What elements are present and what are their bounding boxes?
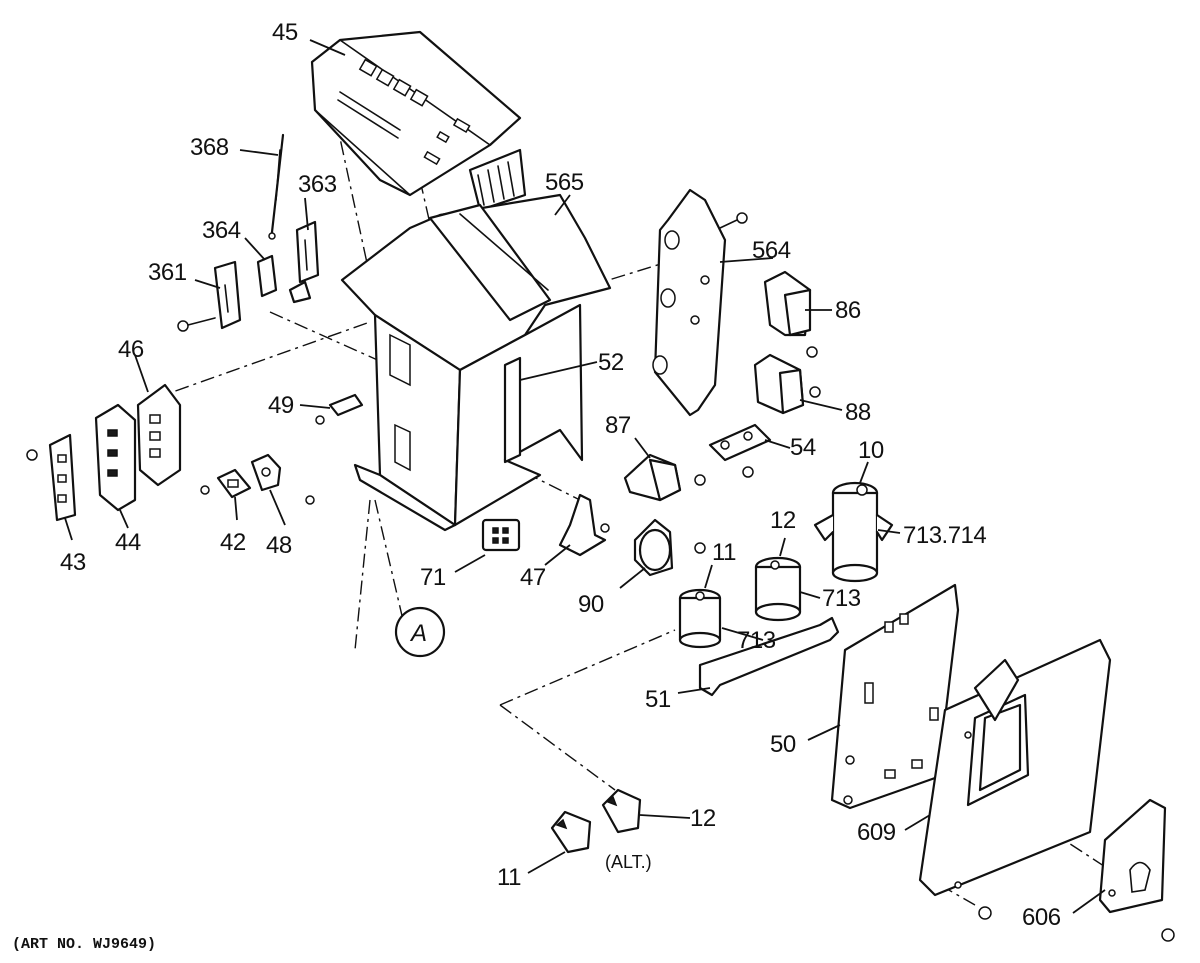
label-71: 71 bbox=[420, 564, 446, 591]
part-47-bracket bbox=[558, 493, 610, 557]
part-12-alt-component bbox=[601, 788, 642, 834]
part-51-strap bbox=[698, 616, 840, 697]
art-number: (ART NO. WJ9649) bbox=[12, 936, 156, 953]
label-54: 54 bbox=[790, 434, 816, 461]
part-10-capacitor bbox=[813, 481, 894, 583]
label-12-alt: 12 bbox=[690, 805, 716, 832]
part-50-panel bbox=[830, 583, 960, 810]
part-368-rod bbox=[268, 133, 285, 240]
label-713-left: 713 bbox=[737, 627, 776, 654]
label-361: 361 bbox=[148, 259, 187, 286]
label-363: 363 bbox=[298, 171, 337, 198]
label-606: 606 bbox=[1022, 904, 1061, 931]
part-361-bracket bbox=[177, 260, 242, 332]
label-47: 47 bbox=[520, 564, 546, 591]
part-45-control-panel bbox=[310, 30, 527, 212]
label-48: 48 bbox=[266, 532, 292, 559]
label-88: 88 bbox=[845, 399, 871, 426]
label-364: 364 bbox=[202, 217, 241, 244]
part-49-clip bbox=[305, 393, 364, 505]
part-90-component bbox=[633, 518, 706, 577]
leader-lines bbox=[64, 39, 1106, 914]
label-11-upper: 11 bbox=[712, 539, 736, 566]
part-54-clip bbox=[708, 423, 772, 478]
part-43-plate bbox=[26, 433, 77, 522]
part-363-bracket bbox=[288, 220, 320, 304]
label-609: 609 bbox=[857, 819, 896, 846]
part-labels: 45 368 363 364 361 565 564 86 46 52 49 8… bbox=[12, 19, 1061, 953]
label-10: 10 bbox=[858, 437, 884, 464]
label-43: 43 bbox=[60, 549, 86, 576]
part-564-bracket bbox=[652, 188, 748, 417]
part-48-clip bbox=[250, 453, 282, 492]
label-713-right: 713 bbox=[822, 585, 861, 612]
label-49: 49 bbox=[268, 392, 294, 419]
label-11-alt: 11 bbox=[497, 864, 521, 891]
label-44: 44 bbox=[115, 529, 141, 556]
part-44-panel bbox=[94, 403, 137, 512]
part-606-cover bbox=[1098, 798, 1175, 942]
part-88-relay bbox=[753, 353, 821, 415]
part-46-switch-block bbox=[136, 383, 182, 487]
alt-note: (ALT.) bbox=[605, 852, 652, 872]
label-564: 564 bbox=[752, 237, 791, 264]
label-90: 90 bbox=[578, 591, 604, 618]
part-364-clip bbox=[256, 254, 278, 298]
label-45: 45 bbox=[272, 19, 298, 46]
label-12-upper: 12 bbox=[770, 507, 796, 534]
label-86: 86 bbox=[835, 297, 861, 324]
part-12-capacitor bbox=[754, 556, 802, 622]
callout-a-letter: A bbox=[409, 620, 427, 647]
callout-a: A bbox=[394, 606, 446, 658]
part-11-capacitor bbox=[678, 588, 722, 649]
label-46: 46 bbox=[118, 336, 144, 363]
part-609-door bbox=[918, 638, 1112, 920]
label-713-714: 713.714 bbox=[903, 522, 986, 549]
label-52: 52 bbox=[598, 349, 624, 376]
label-565: 565 bbox=[545, 169, 584, 196]
label-368: 368 bbox=[190, 134, 229, 161]
label-42: 42 bbox=[220, 529, 246, 556]
label-87: 87 bbox=[605, 412, 631, 439]
part-42-plate bbox=[200, 468, 252, 499]
label-51: 51 bbox=[645, 686, 671, 713]
part-565-chassis-frame bbox=[340, 193, 612, 532]
label-50: 50 bbox=[770, 731, 796, 758]
part-86-relay bbox=[763, 270, 818, 358]
part-87-component bbox=[623, 453, 706, 502]
part-71-connector bbox=[481, 518, 521, 552]
part-11-alt-component bbox=[550, 810, 592, 854]
